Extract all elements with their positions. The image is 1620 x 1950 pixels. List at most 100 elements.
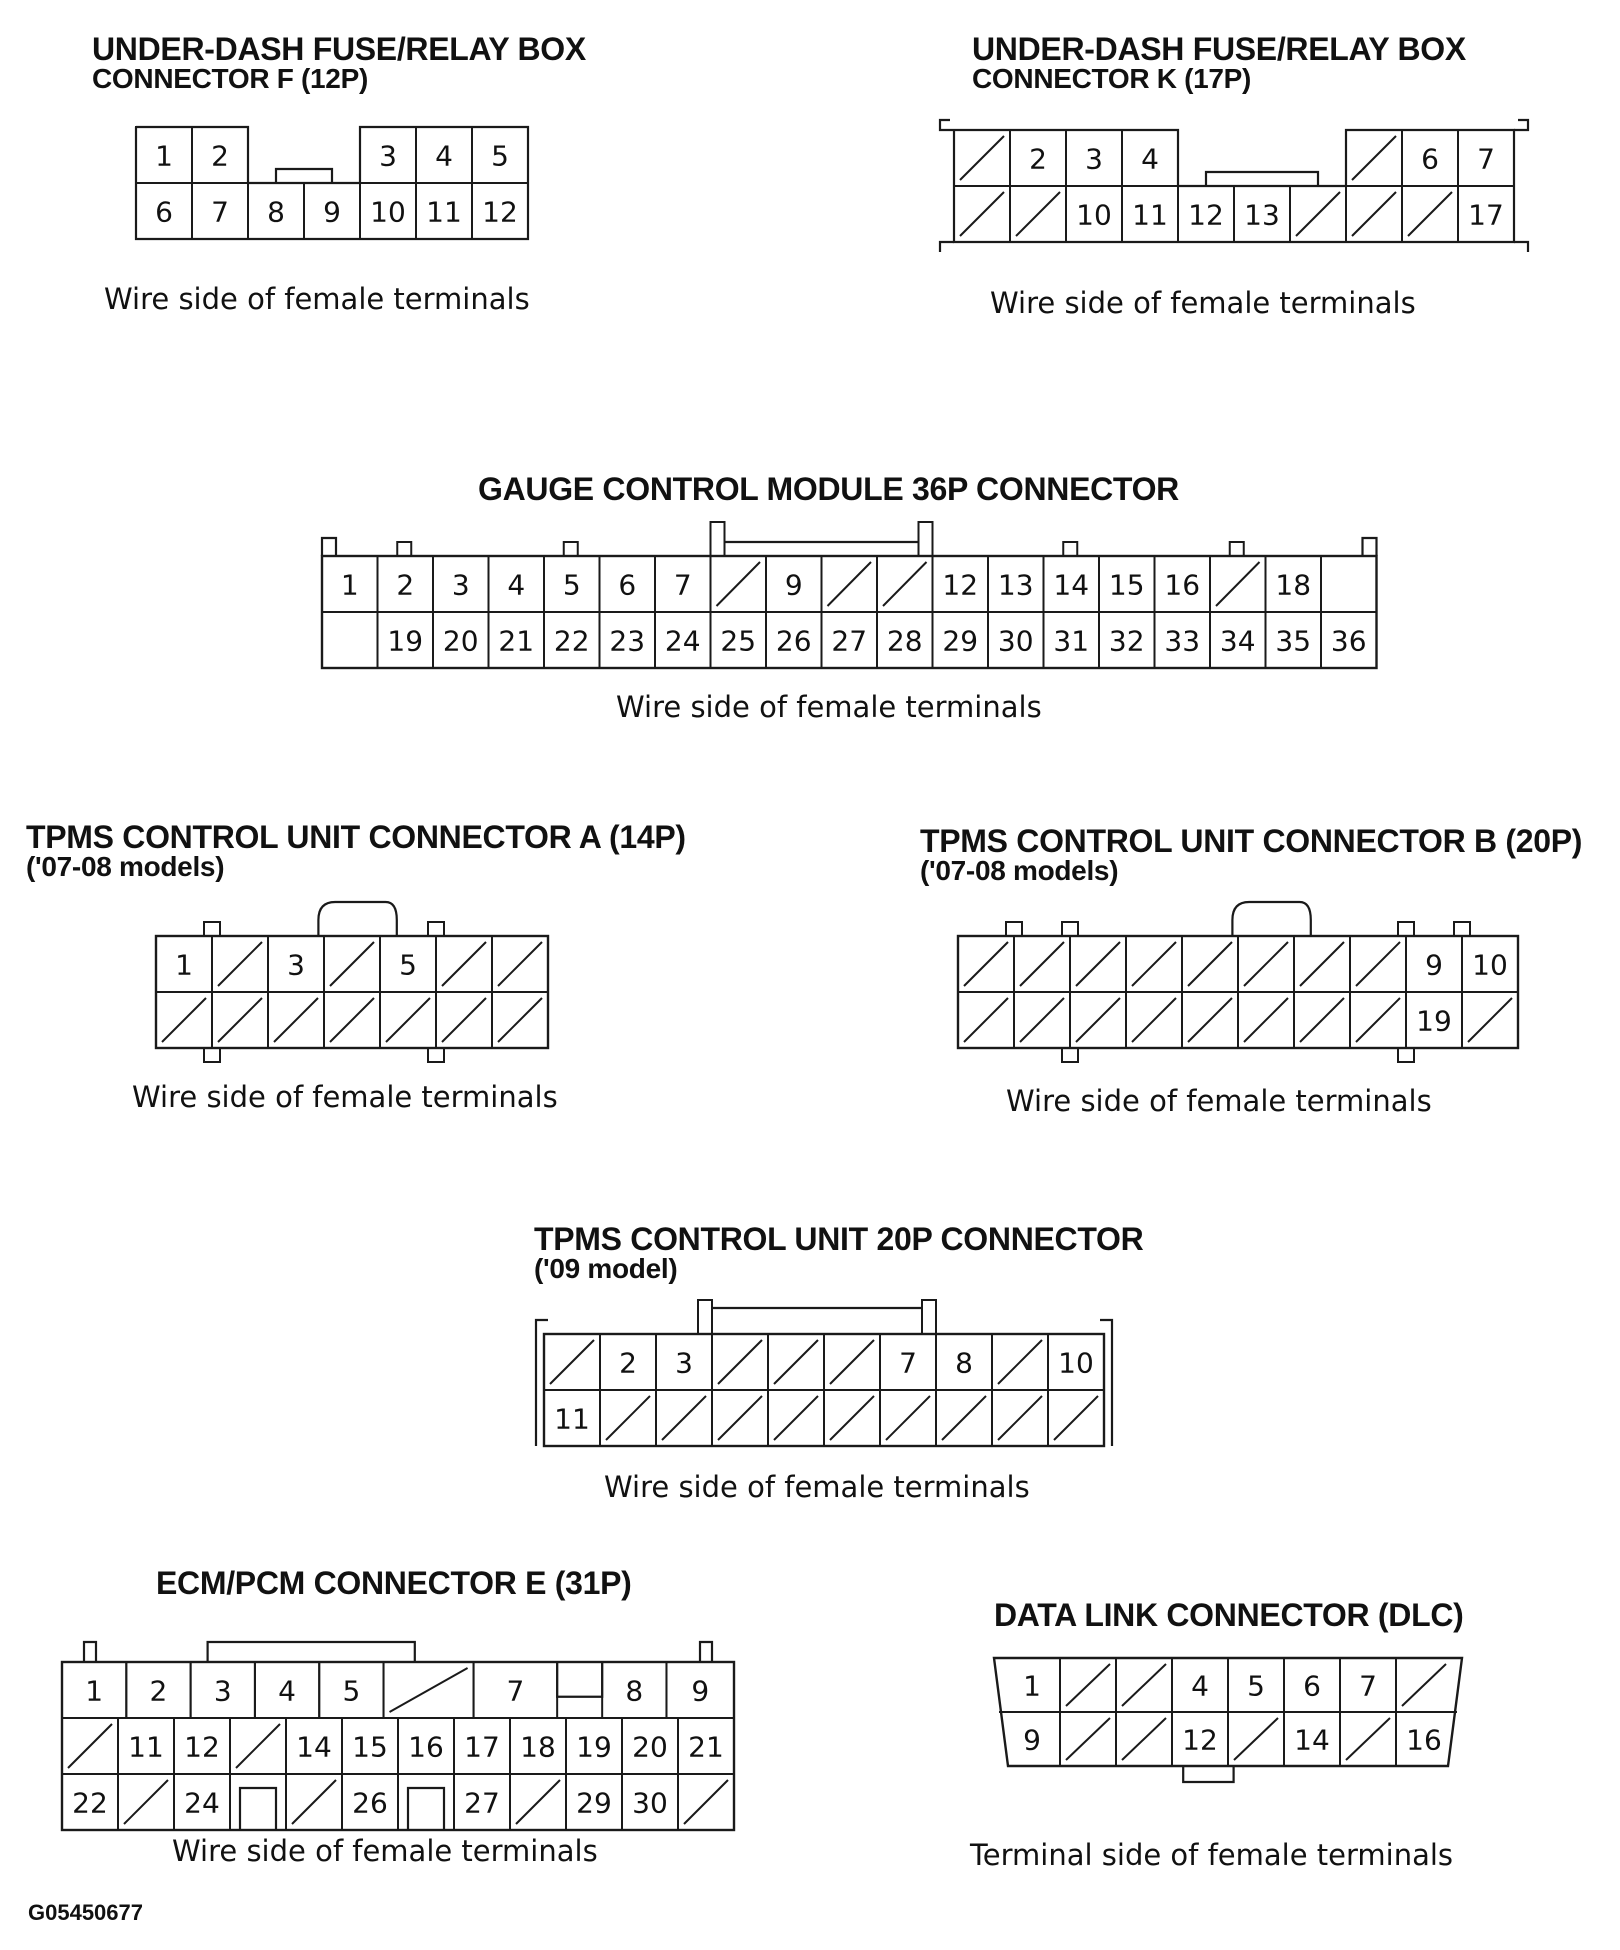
connector-f-title-line1: UNDER-DASH FUSE/RELAY BOX (92, 31, 586, 67)
ecm-connector-cell-terminal: 21 (688, 1731, 724, 1764)
tpms-b-cell-blank (1299, 997, 1345, 1043)
tpms-a-cell-terminal: 1 (175, 949, 193, 982)
dlc-cell-terminal: 5 (1247, 1670, 1265, 1703)
tpms-20p-cell-terminal: 3 (675, 1347, 693, 1380)
connector-k-cell-terminal: 12 (1188, 199, 1224, 232)
connector-k-cell-terminal: 3 (1085, 143, 1103, 176)
tpms-a-latch (317, 900, 398, 936)
ecm-bottom-keyway (238, 1786, 278, 1830)
gauge-connector-latch-post (709, 521, 726, 557)
tpms-20p-cell-blank (829, 1395, 875, 1441)
dlc-caption: Terminal side of female terminals (970, 1838, 1454, 1872)
tpms-b-cell-terminal: 19 (1416, 1005, 1452, 1038)
gauge-connector-cell-terminal: 34 (1220, 625, 1256, 658)
connector-k-cell-terminal: 2 (1029, 143, 1047, 176)
tpms-20p-cell-blank (717, 1395, 763, 1441)
connector-k-cell-blank (1351, 191, 1397, 237)
gauge-connector-cell-terminal: 1 (341, 569, 359, 602)
tpms-20p-latch-post (921, 1299, 937, 1335)
ecm-connector-cell (173, 1773, 231, 1831)
dlc-title: DATA LINK CONNECTOR (DLC) (994, 1597, 1464, 1633)
gauge-connector-caption: Wire side of female terminals (616, 690, 1042, 724)
tpms-b-cell-blank (1299, 941, 1345, 987)
gauge-connector-cell-terminal: 32 (1109, 625, 1145, 658)
connector-f-cell (471, 182, 529, 240)
tpms-20p-cell-blank (997, 1395, 1043, 1441)
ecm-connector-cell (341, 1773, 399, 1831)
ecm-bottom-keyway (406, 1786, 446, 1830)
dlc-cell-blank (1401, 1663, 1447, 1707)
gauge-connector-cell (1320, 611, 1378, 669)
tpms-a-lock-tab (203, 921, 221, 937)
connector-f-cell-terminal: 3 (379, 140, 397, 173)
tpms-b-cell-blank (1243, 997, 1289, 1043)
connector-k-cell-terminal: 6 (1421, 143, 1439, 176)
tpms-20p-cell-terminal: 8 (955, 1347, 973, 1380)
connector-f-cell-terminal: 9 (323, 196, 341, 229)
tpms-b-cell-blank (1467, 997, 1513, 1043)
gauge-connector-cell-terminal: 27 (831, 625, 867, 658)
gauge-connector-cell-terminal: 18 (1275, 569, 1311, 602)
tpms-20p-right-end (1100, 1318, 1114, 1446)
tpms-b-lock-tab-bottom (1397, 1047, 1415, 1063)
tpms-20p-cell-terminal: 10 (1058, 1347, 1094, 1380)
tpms-20p-title: TPMS CONTROL UNIT 20P CONNECTOR ('09 mod… (534, 1221, 1144, 1284)
tpms-20p-cell-terminal: 11 (554, 1403, 590, 1436)
connector-f-cell-terminal: 12 (482, 196, 518, 229)
ecm-connector-cell-terminal: 26 (352, 1787, 388, 1820)
gauge-connector-cell-terminal: 2 (396, 569, 414, 602)
dlc-cell-blank (1121, 1717, 1167, 1761)
tpms-a-cell-blank (329, 997, 375, 1043)
tpms-b-cell-blank (1019, 941, 1065, 987)
tpms-a-cell-terminal: 5 (399, 949, 417, 982)
tpms-b-cell-blank (1131, 997, 1177, 1043)
connector-f-cell-terminal: 7 (211, 196, 229, 229)
gauge-connector-cell-terminal: 22 (554, 625, 590, 658)
connector-f-key (274, 167, 334, 183)
dlc-cell-blank (1345, 1717, 1391, 1761)
ecm-connector-cell-terminal: 18 (520, 1731, 556, 1764)
tpms-20p-cell-terminal: 7 (899, 1347, 917, 1380)
ecm-connector-title: ECM/PCM CONNECTOR E (31P) (156, 1565, 632, 1601)
ecm-latch (206, 1640, 416, 1662)
ecm-connector-cell-blank (67, 1723, 113, 1769)
connector-k-cell-blank (1351, 135, 1397, 181)
gauge-connector-cell-terminal: 33 (1164, 625, 1200, 658)
tpms-b-latch (1231, 900, 1312, 936)
tpms-b-lock-tab (1453, 921, 1471, 937)
figure-code: G05450677 (28, 1900, 143, 1925)
dlc-cell-blank (1065, 1663, 1111, 1707)
gauge-connector-cell-terminal: 31 (1053, 625, 1089, 658)
tpms-b-cell-terminal: 10 (1472, 949, 1508, 982)
connector-k-cell-terminal: 4 (1141, 143, 1159, 176)
tpms-b-cell-blank (1187, 997, 1233, 1043)
tpms-b-lock-tab-bottom (1061, 1047, 1079, 1063)
tpms-b-cell-blank (1355, 997, 1401, 1043)
gauge-connector-cell-terminal: 16 (1164, 569, 1200, 602)
tpms-a-cell-terminal: 3 (287, 949, 305, 982)
tpms-a-cell-blank (497, 997, 543, 1043)
ecm-connector-cell-blank (683, 1779, 729, 1825)
connector-k-right-ear (1514, 118, 1530, 132)
connector-f-title: UNDER-DASH FUSE/RELAY BOX CONNECTOR F (1… (92, 31, 586, 94)
gauge-connector-cell-terminal: 15 (1109, 569, 1145, 602)
dlc-cell-terminal: 9 (1023, 1724, 1041, 1757)
tpms-a-title-line1: TPMS CONTROL UNIT CONNECTOR A (14P) (26, 819, 686, 855)
tpms-a-cell-blank (329, 941, 375, 987)
tpms-20p-title-line1: TPMS CONTROL UNIT 20P CONNECTOR (534, 1221, 1144, 1257)
tpms-20p-cell-terminal: 2 (619, 1347, 637, 1380)
tpms-b-cell (1461, 991, 1519, 1049)
ecm-connector-cell (677, 1773, 735, 1831)
ecm-left-post (82, 1640, 98, 1662)
ecm-connector-caption: Wire side of female terminals (172, 1834, 598, 1868)
connector-f-cell-terminal: 8 (267, 196, 285, 229)
ecm-connector-cell-blank (389, 1667, 469, 1713)
tpms-a-cell-blank (497, 941, 543, 987)
tpms-20p-cell-blank (549, 1339, 595, 1385)
connector-f-title-line2: CONNECTOR F (12P) (92, 63, 368, 94)
tpms-b-cell-blank (963, 941, 1009, 987)
tpms-b-title: TPMS CONTROL UNIT CONNECTOR B (20P) ('07… (920, 825, 1582, 886)
